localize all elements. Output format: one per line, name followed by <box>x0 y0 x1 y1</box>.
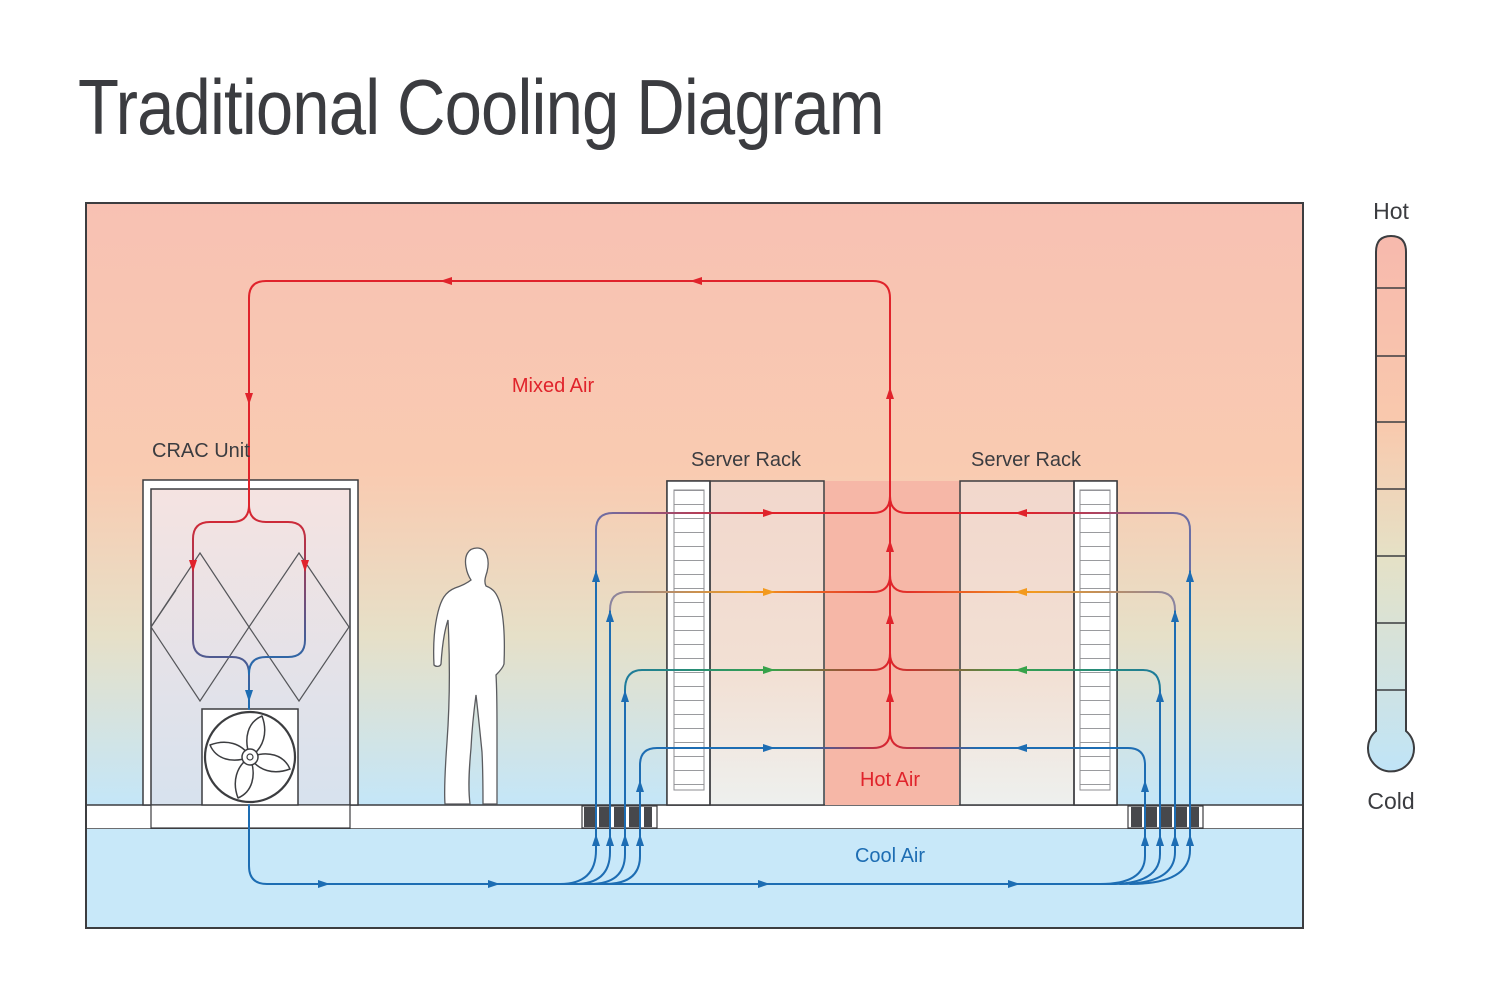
fan-icon <box>201 708 299 806</box>
cool-air-supply-path <box>248 804 1116 885</box>
crac-unit-label: CRAC Unit <box>152 440 250 462</box>
server-rack-right-label: Server Rack <box>971 449 1082 471</box>
airflow-loop-left-2 <box>609 574 891 611</box>
airflow-loop-left-4 <box>639 730 891 781</box>
server-rack-right <box>959 480 1118 806</box>
person-silhouette <box>432 547 506 805</box>
cool-air-riser-left-2 <box>574 609 611 885</box>
hot-aisle <box>825 481 959 805</box>
crac-unit <box>142 479 359 829</box>
crac-base <box>150 804 351 829</box>
cool-air-label: Cool Air <box>855 845 925 867</box>
cool-air-riser-left-1 <box>559 569 597 885</box>
airflow-loop-left-1 <box>595 495 891 571</box>
thermometer-hot-label: Hot <box>1373 198 1409 224</box>
cool-air-riser-right-4 <box>1129 569 1191 885</box>
server-rack-left <box>666 480 825 806</box>
underfloor-plenum <box>86 829 1303 928</box>
thermometer-cold-label: Cold <box>1367 788 1414 814</box>
airflow-loop-left-3 <box>624 652 891 691</box>
floor-vent-left <box>581 805 658 829</box>
crac-internal-airflow-left <box>192 504 250 710</box>
page-title: Traditional Cooling Diagram <box>78 63 885 151</box>
thermometer-scale <box>1367 234 1415 773</box>
airflow-loop-right-4 <box>889 730 1146 781</box>
cool-air-riser-left-3 <box>589 689 626 885</box>
crac-internal-airflow-right <box>248 504 306 675</box>
server-rack-left-label: Server Rack <box>691 449 802 471</box>
airflow-loop-right-1 <box>889 495 1191 571</box>
airflow-loop-right-2 <box>889 574 1176 611</box>
room-outline <box>85 202 1304 929</box>
cool-air-riser-left-4 <box>604 779 641 885</box>
floor-vent-right <box>1127 805 1204 829</box>
mixed-air-label: Mixed Air <box>512 375 595 397</box>
hot-air-label: Hot Air <box>860 769 920 791</box>
mixed-air-return-path <box>248 280 891 511</box>
flow-arrows <box>189 277 1194 888</box>
cooling-coil <box>150 551 350 703</box>
